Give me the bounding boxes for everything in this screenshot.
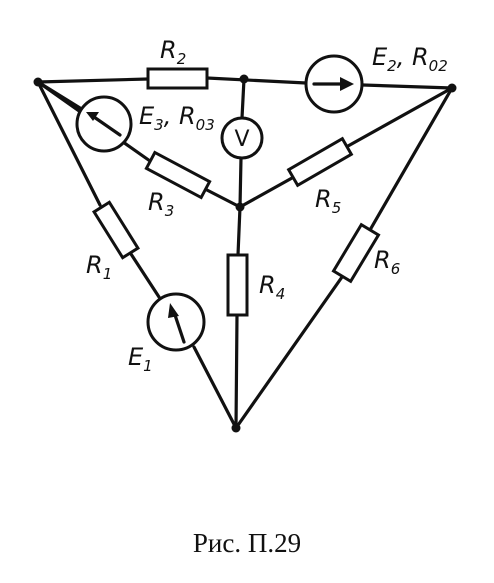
label-r6: R6 bbox=[374, 246, 400, 278]
node-left-top bbox=[33, 77, 43, 87]
label-r4: R4 bbox=[259, 271, 285, 303]
resistor-r3 bbox=[144, 150, 212, 200]
source-e1 bbox=[146, 292, 206, 352]
label-e3-r03: E3, R03 bbox=[139, 102, 215, 134]
label-r5: R5 bbox=[315, 185, 341, 217]
label-e1: E1 bbox=[128, 343, 153, 375]
source-e3 bbox=[75, 95, 133, 153]
circuit-wires bbox=[36, 76, 454, 430]
label-r1: R1 bbox=[86, 251, 112, 283]
node-bottom bbox=[231, 423, 241, 433]
resistor-r5 bbox=[286, 136, 354, 188]
label-r2: R2 bbox=[160, 36, 186, 68]
resistor-r4 bbox=[226, 253, 249, 317]
resistor-r6 bbox=[331, 222, 381, 284]
node-right-top bbox=[447, 83, 457, 93]
arrow-upleft-icon bbox=[86, 112, 99, 121]
resistor-r1 bbox=[91, 200, 141, 260]
voltmeter-label: V bbox=[234, 127, 249, 152]
node-top-middle bbox=[239, 74, 249, 84]
node-center bbox=[235, 202, 245, 212]
source-e2 bbox=[304, 54, 364, 114]
voltmeter: V bbox=[220, 116, 264, 160]
arrow-up-icon bbox=[168, 303, 179, 318]
resistor-r2 bbox=[146, 67, 209, 90]
figure-caption: Рис. П.29 bbox=[192, 528, 302, 558]
label-e2-r02: E2, R02 bbox=[372, 43, 448, 75]
arrow-right-icon bbox=[340, 77, 354, 91]
label-r3: R3 bbox=[148, 188, 174, 220]
